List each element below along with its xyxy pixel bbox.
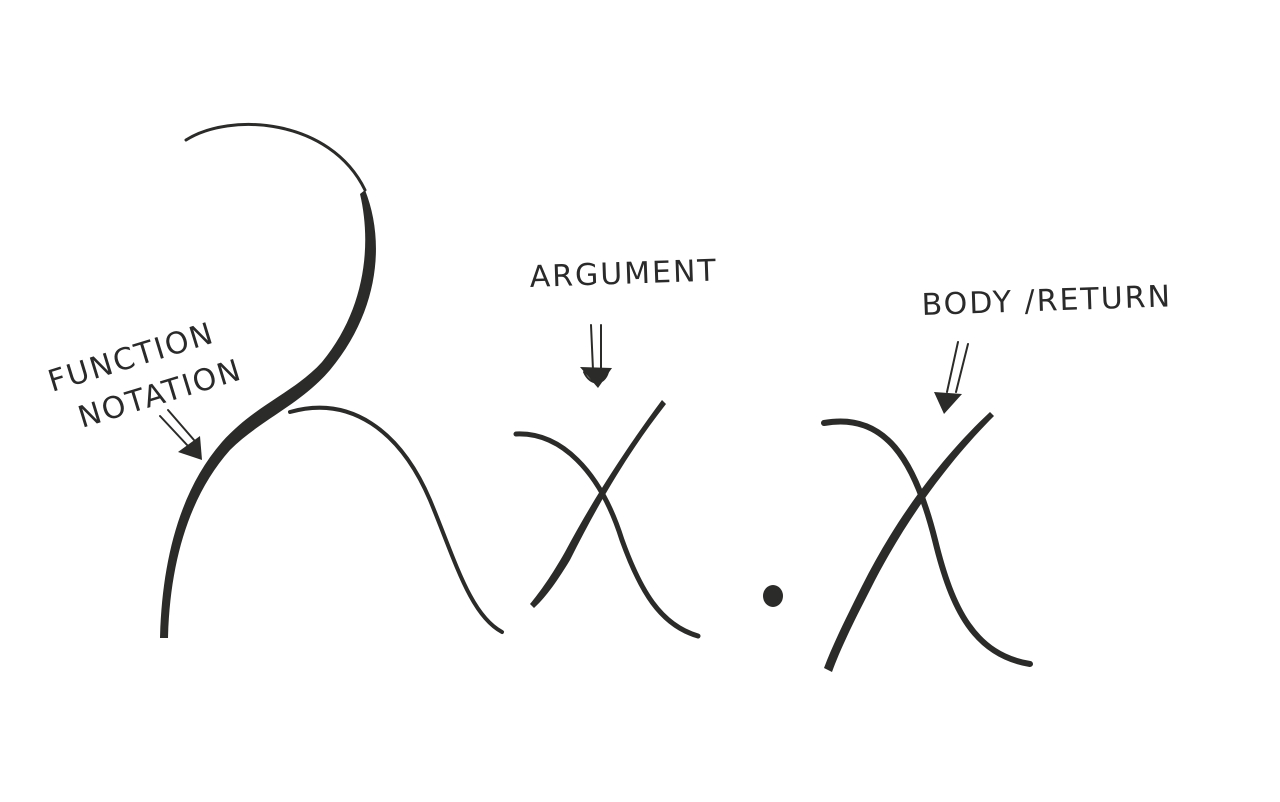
body-x <box>821 412 1033 672</box>
argument-label: ARGUMENT <box>529 253 718 295</box>
function-notation-arrow-icon <box>159 409 202 460</box>
argument-arrow-icon <box>580 324 612 388</box>
body-return-label: BODY /RETURN <box>921 279 1173 323</box>
body-return-arrow-icon <box>934 341 969 414</box>
argument-x <box>513 400 701 639</box>
dot-symbol <box>763 585 783 607</box>
lambda-symbol <box>160 123 504 638</box>
